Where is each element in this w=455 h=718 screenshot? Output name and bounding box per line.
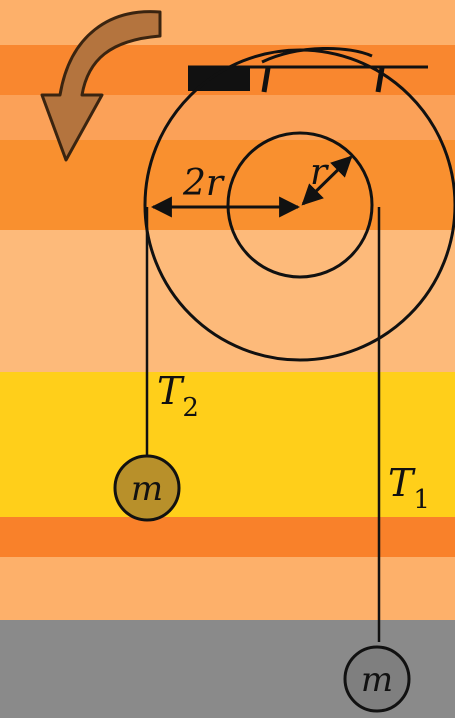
mass-right	[343, 645, 411, 713]
curved-arrow-icon	[40, 10, 162, 162]
outer-pulley	[143, 48, 455, 362]
mass-left-label: m	[131, 469, 163, 509]
inner-radius-arrow	[301, 155, 353, 206]
tension-right-label: T1	[388, 461, 430, 515]
bg-band-light-2	[0, 557, 455, 620]
bg-band-yellow	[0, 372, 455, 517]
bg-band-peach	[0, 230, 455, 372]
tension-right-symbol: T	[388, 461, 416, 505]
mass-left	[113, 454, 181, 522]
tension-right-subscript: 1	[413, 485, 430, 515]
tension-left-label: T2	[157, 369, 199, 423]
tension-left-symbol: T	[157, 369, 185, 413]
bg-band-top	[0, 0, 455, 45]
outer-radius-label: 2r	[182, 163, 225, 204]
bg-band-orange-3	[0, 517, 455, 557]
inner-radius-label: r	[310, 152, 329, 193]
tension-left-subscript: 2	[182, 393, 199, 423]
mass-right-label: m	[361, 660, 393, 700]
